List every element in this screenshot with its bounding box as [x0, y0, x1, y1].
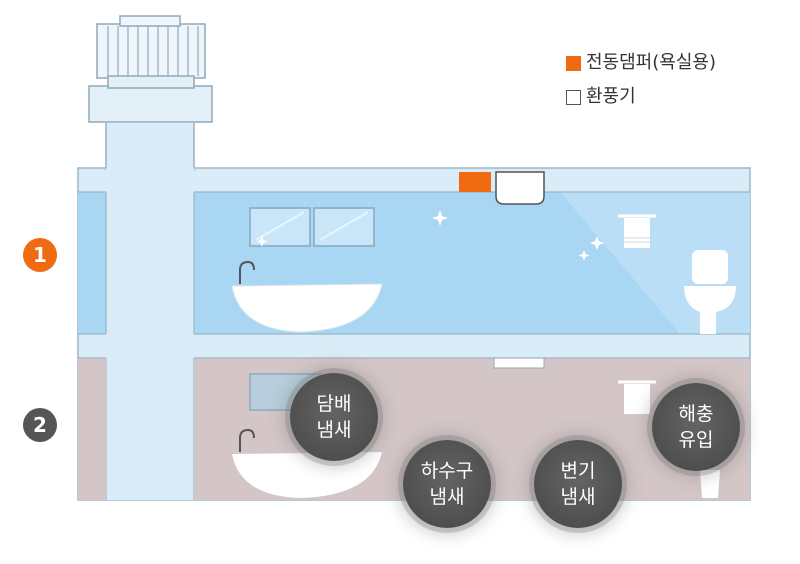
legend-item-damper: 전동댐퍼(욕실용) — [566, 46, 716, 80]
bubble-line: 냄새 — [560, 486, 596, 508]
odor-bubble-pests: 해충 유입 — [652, 383, 740, 471]
bubble-line: 담배 — [316, 393, 352, 415]
floor-2-badge: 2 — [23, 408, 57, 442]
bubble-line: 유입 — [678, 429, 714, 451]
bubble-line: 해충 — [678, 403, 714, 425]
legend-fan-label: 환풍기 — [586, 86, 636, 107]
damper-marker — [459, 172, 491, 192]
odor-bubble-sewer: 하수구 냄새 — [403, 440, 491, 528]
legend-damper-label: 전동댐퍼(욕실용) — [586, 52, 716, 73]
legend-item-fan: 환풍기 — [566, 80, 716, 114]
odor-bubble-toilet: 변기 냄새 — [534, 440, 622, 528]
fan-marker — [495, 171, 545, 205]
floor-1-badge: 1 — [23, 238, 57, 272]
damper-swatch — [566, 55, 581, 71]
legend: 전동댐퍼(욕실용) 환풍기 — [566, 46, 716, 114]
roof-fan — [88, 15, 213, 123]
odor-bubble-tobacco: 담배 냄새 — [290, 373, 378, 461]
bubble-line: 하수구 — [420, 460, 474, 482]
bubble-line: 냄새 — [316, 419, 352, 441]
floor-1-room — [78, 171, 750, 335]
fan-swatch — [566, 89, 581, 105]
bubble-line: 변기 — [560, 460, 596, 482]
bubble-line: 냄새 — [429, 486, 465, 508]
